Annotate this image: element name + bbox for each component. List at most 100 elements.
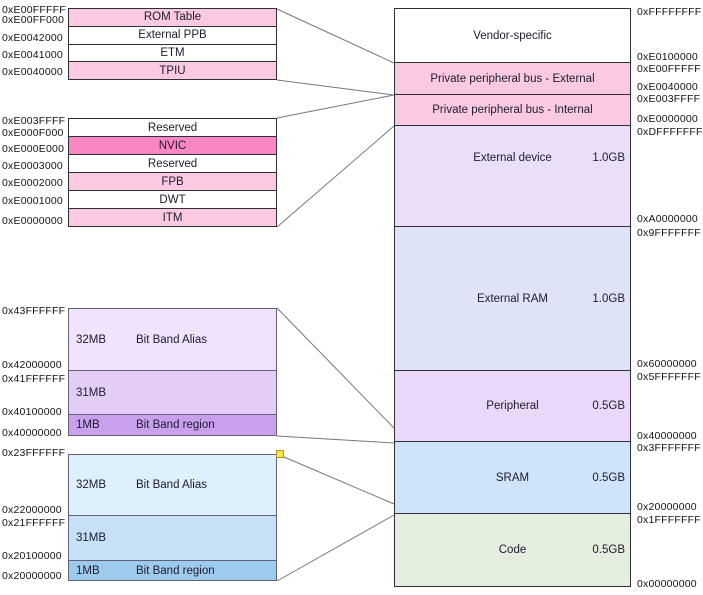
bitband-middle-row: 31MB xyxy=(69,371,276,415)
addr-label: 0x60000000 xyxy=(637,358,697,370)
size-label: 1MB xyxy=(76,564,100,577)
addr-label: 0x00000000 xyxy=(637,578,697,590)
row-label: NVIC xyxy=(158,139,187,152)
size-label: 32MB xyxy=(76,479,107,491)
addr-label: 0xE0100000 xyxy=(637,51,698,63)
addr-label: 0xE003FFFF xyxy=(637,93,701,105)
ppb-internal-detail-block: Reserved NVIC Reserved FPB DWT ITM xyxy=(68,118,277,227)
region-external-device: External device 1.0GB xyxy=(395,126,630,227)
row-label: DWT xyxy=(159,193,186,206)
row-label: Reserved xyxy=(147,157,198,170)
row-label: Bit Band region xyxy=(136,564,215,577)
region-ppb-internal: Private peripheral bus - Internal xyxy=(395,95,630,126)
addr-label: 0x20000000 xyxy=(2,570,62,582)
region-vendor-specific: Vendor-specific xyxy=(395,9,630,63)
detail-row-nvic: NVIC xyxy=(69,137,276,155)
detail-row-itm: ITM xyxy=(69,209,276,226)
addr-label: 0x40100000 xyxy=(2,406,62,418)
addr-label: 0x40000000 xyxy=(2,427,62,439)
addr-label: 0x42000000 xyxy=(2,359,62,371)
addr-label: 0xE0003000 xyxy=(2,160,63,172)
addr-label: 0xE0040000 xyxy=(637,81,698,93)
detail-row-etm: ETM xyxy=(69,44,276,63)
addr-label: 0xDFFFFFFF xyxy=(637,126,703,138)
bitband-alias-row: 32MB Bit Band Alias xyxy=(69,309,276,371)
row-label: ETM xyxy=(160,46,185,59)
detail-row-dwt: DWT xyxy=(69,191,276,209)
addr-label: 0xE0002000 xyxy=(2,177,63,189)
addr-label: 0xA0000000 xyxy=(637,213,698,225)
addr-label: 0x22000000 xyxy=(2,504,62,516)
addr-label: 0x9FFFFFFF xyxy=(637,227,701,239)
addr-label: 0xE0042000 xyxy=(2,32,63,44)
addr-label: 0xE0041000 xyxy=(2,49,63,61)
size-label: 32MB xyxy=(76,333,107,346)
detail-row-tpiu: TPIU xyxy=(69,62,276,79)
region-peripheral: Peripheral 0.5GB xyxy=(395,371,630,442)
region-label: Vendor-specific xyxy=(473,29,552,42)
addr-label: 0xFFFFFFFF xyxy=(637,6,702,18)
row-label: Bit Band Alias xyxy=(136,333,207,346)
addr-label: 0x3FFFFFFF xyxy=(637,442,701,454)
selection-handle[interactable] xyxy=(276,450,284,458)
row-label: Reserved xyxy=(147,121,198,134)
addr-label: 0x1FFFFFFF xyxy=(637,514,701,526)
bitband-region-row: 1MB Bit Band region xyxy=(69,415,276,435)
addr-label: 0xE0040000 xyxy=(2,66,63,78)
addr-label: 0x23FFFFFF xyxy=(2,447,66,459)
addr-label: 0xE00FFFFF xyxy=(637,63,701,75)
detail-row-reserved-1: Reserved xyxy=(69,119,276,137)
region-size: 1.0GB xyxy=(592,292,625,305)
region-label: Private peripheral bus - External xyxy=(430,72,595,85)
memory-map-column: Vendor-specific Private peripheral bus -… xyxy=(394,8,631,587)
region-code: Code 0.5GB xyxy=(395,514,630,586)
region-label: Code xyxy=(498,544,527,556)
addr-label: 0x40000000 xyxy=(637,430,697,442)
addr-label: 0xE000E000 xyxy=(2,143,65,155)
detail-row-fpb: FPB xyxy=(69,173,276,191)
region-size: 0.5GB xyxy=(592,544,625,556)
region-label: Private peripheral bus - Internal xyxy=(432,104,593,116)
bitband-alias-row: 32MB Bit Band Alias xyxy=(69,455,276,516)
row-label: ROM Table xyxy=(143,11,202,24)
detail-row-reserved-2: Reserved xyxy=(69,155,276,173)
region-sram: SRAM 0.5GB xyxy=(395,442,630,514)
region-size: 0.5GB xyxy=(592,400,625,412)
addr-label: 0x43FFFFFF xyxy=(2,305,66,317)
addr-label: 0x20100000 xyxy=(2,550,62,562)
detail-row-external-ppb: External PPB xyxy=(69,26,276,45)
region-size: 1.0GB xyxy=(592,152,625,164)
row-label: FPB xyxy=(161,175,184,188)
region-external-ram: External RAM 1.0GB xyxy=(395,227,630,371)
region-label: External RAM xyxy=(477,292,548,305)
addr-label: 0xE0000000 xyxy=(2,215,63,227)
region-size: 0.5GB xyxy=(592,471,625,484)
region-label: SRAM xyxy=(495,471,530,484)
addr-label: 0x5FFFFFFF xyxy=(637,371,701,383)
row-label: External PPB xyxy=(138,29,207,42)
addr-label: 0x20000000 xyxy=(637,501,697,513)
peripheral-bitband-block: 32MB Bit Band Alias 31MB 1MB Bit Band re… xyxy=(68,308,277,436)
addr-label: 0xE0001000 xyxy=(2,195,63,207)
region-label: Peripheral xyxy=(486,400,539,412)
size-label: 31MB xyxy=(76,532,107,544)
addr-label: 0xE000F000 xyxy=(2,127,64,139)
ppb-external-detail-block: ROM Table External PPB ETM TPIU xyxy=(68,8,277,80)
size-label: 31MB xyxy=(76,386,107,399)
detail-row-rom-table: ROM Table xyxy=(69,9,276,27)
row-label: Bit Band region xyxy=(136,419,215,431)
addr-label: 0x41FFFFFF xyxy=(2,373,66,385)
sram-bitband-block: 32MB Bit Band Alias 31MB 1MB Bit Band re… xyxy=(68,454,277,581)
addr-label: 0xE0000000 xyxy=(637,113,698,125)
addr-label: 0xE00FFFFF xyxy=(2,4,66,16)
region-ppb-external: Private peripheral bus - External xyxy=(395,63,630,95)
bitband-region-row: 1MB Bit Band region xyxy=(69,561,276,580)
row-label: Bit Band Alias xyxy=(136,479,207,491)
row-label: ITM xyxy=(162,211,183,224)
addr-label: 0x21FFFFFF xyxy=(2,517,66,529)
addr-label: 0xE00FF000 xyxy=(2,14,65,26)
region-label: External device xyxy=(473,151,552,164)
addr-label: 0xE003FFFF xyxy=(2,115,66,127)
